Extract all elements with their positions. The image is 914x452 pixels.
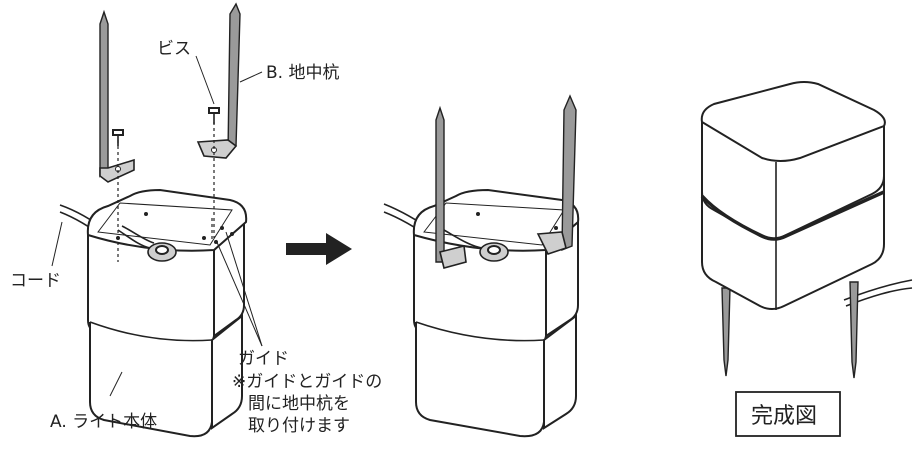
arrow-right-icon	[286, 233, 352, 265]
cord-leader	[51, 221, 63, 267]
body-leader	[109, 371, 123, 397]
label-completed: 完成図	[751, 404, 817, 429]
label-light-body: A. ライト本体	[50, 412, 157, 432]
guide-leader-2	[225, 231, 263, 347]
label-cord: コード	[10, 271, 61, 291]
label-note-line2: 間に地中杭を	[248, 394, 350, 414]
label-guide: ガイド	[238, 349, 289, 369]
label-note-line1: ※ガイドとガイドの	[232, 372, 382, 392]
label-stake-b: B. 地中杭	[266, 63, 339, 83]
exploded-view	[51, 2, 263, 438]
screw-leader	[195, 55, 215, 105]
completed-label-box	[735, 391, 841, 437]
label-screw: ビス	[157, 39, 191, 59]
stake-b-exploded	[196, 2, 241, 238]
completed-view	[700, 81, 913, 379]
light-body-a	[86, 188, 248, 438]
stake-left-exploded	[99, 9, 135, 262]
assembled-view	[383, 94, 580, 438]
guide-leader	[215, 239, 263, 347]
stake-leader	[239, 71, 263, 83]
label-note-line3: 取り付けます	[248, 416, 350, 436]
